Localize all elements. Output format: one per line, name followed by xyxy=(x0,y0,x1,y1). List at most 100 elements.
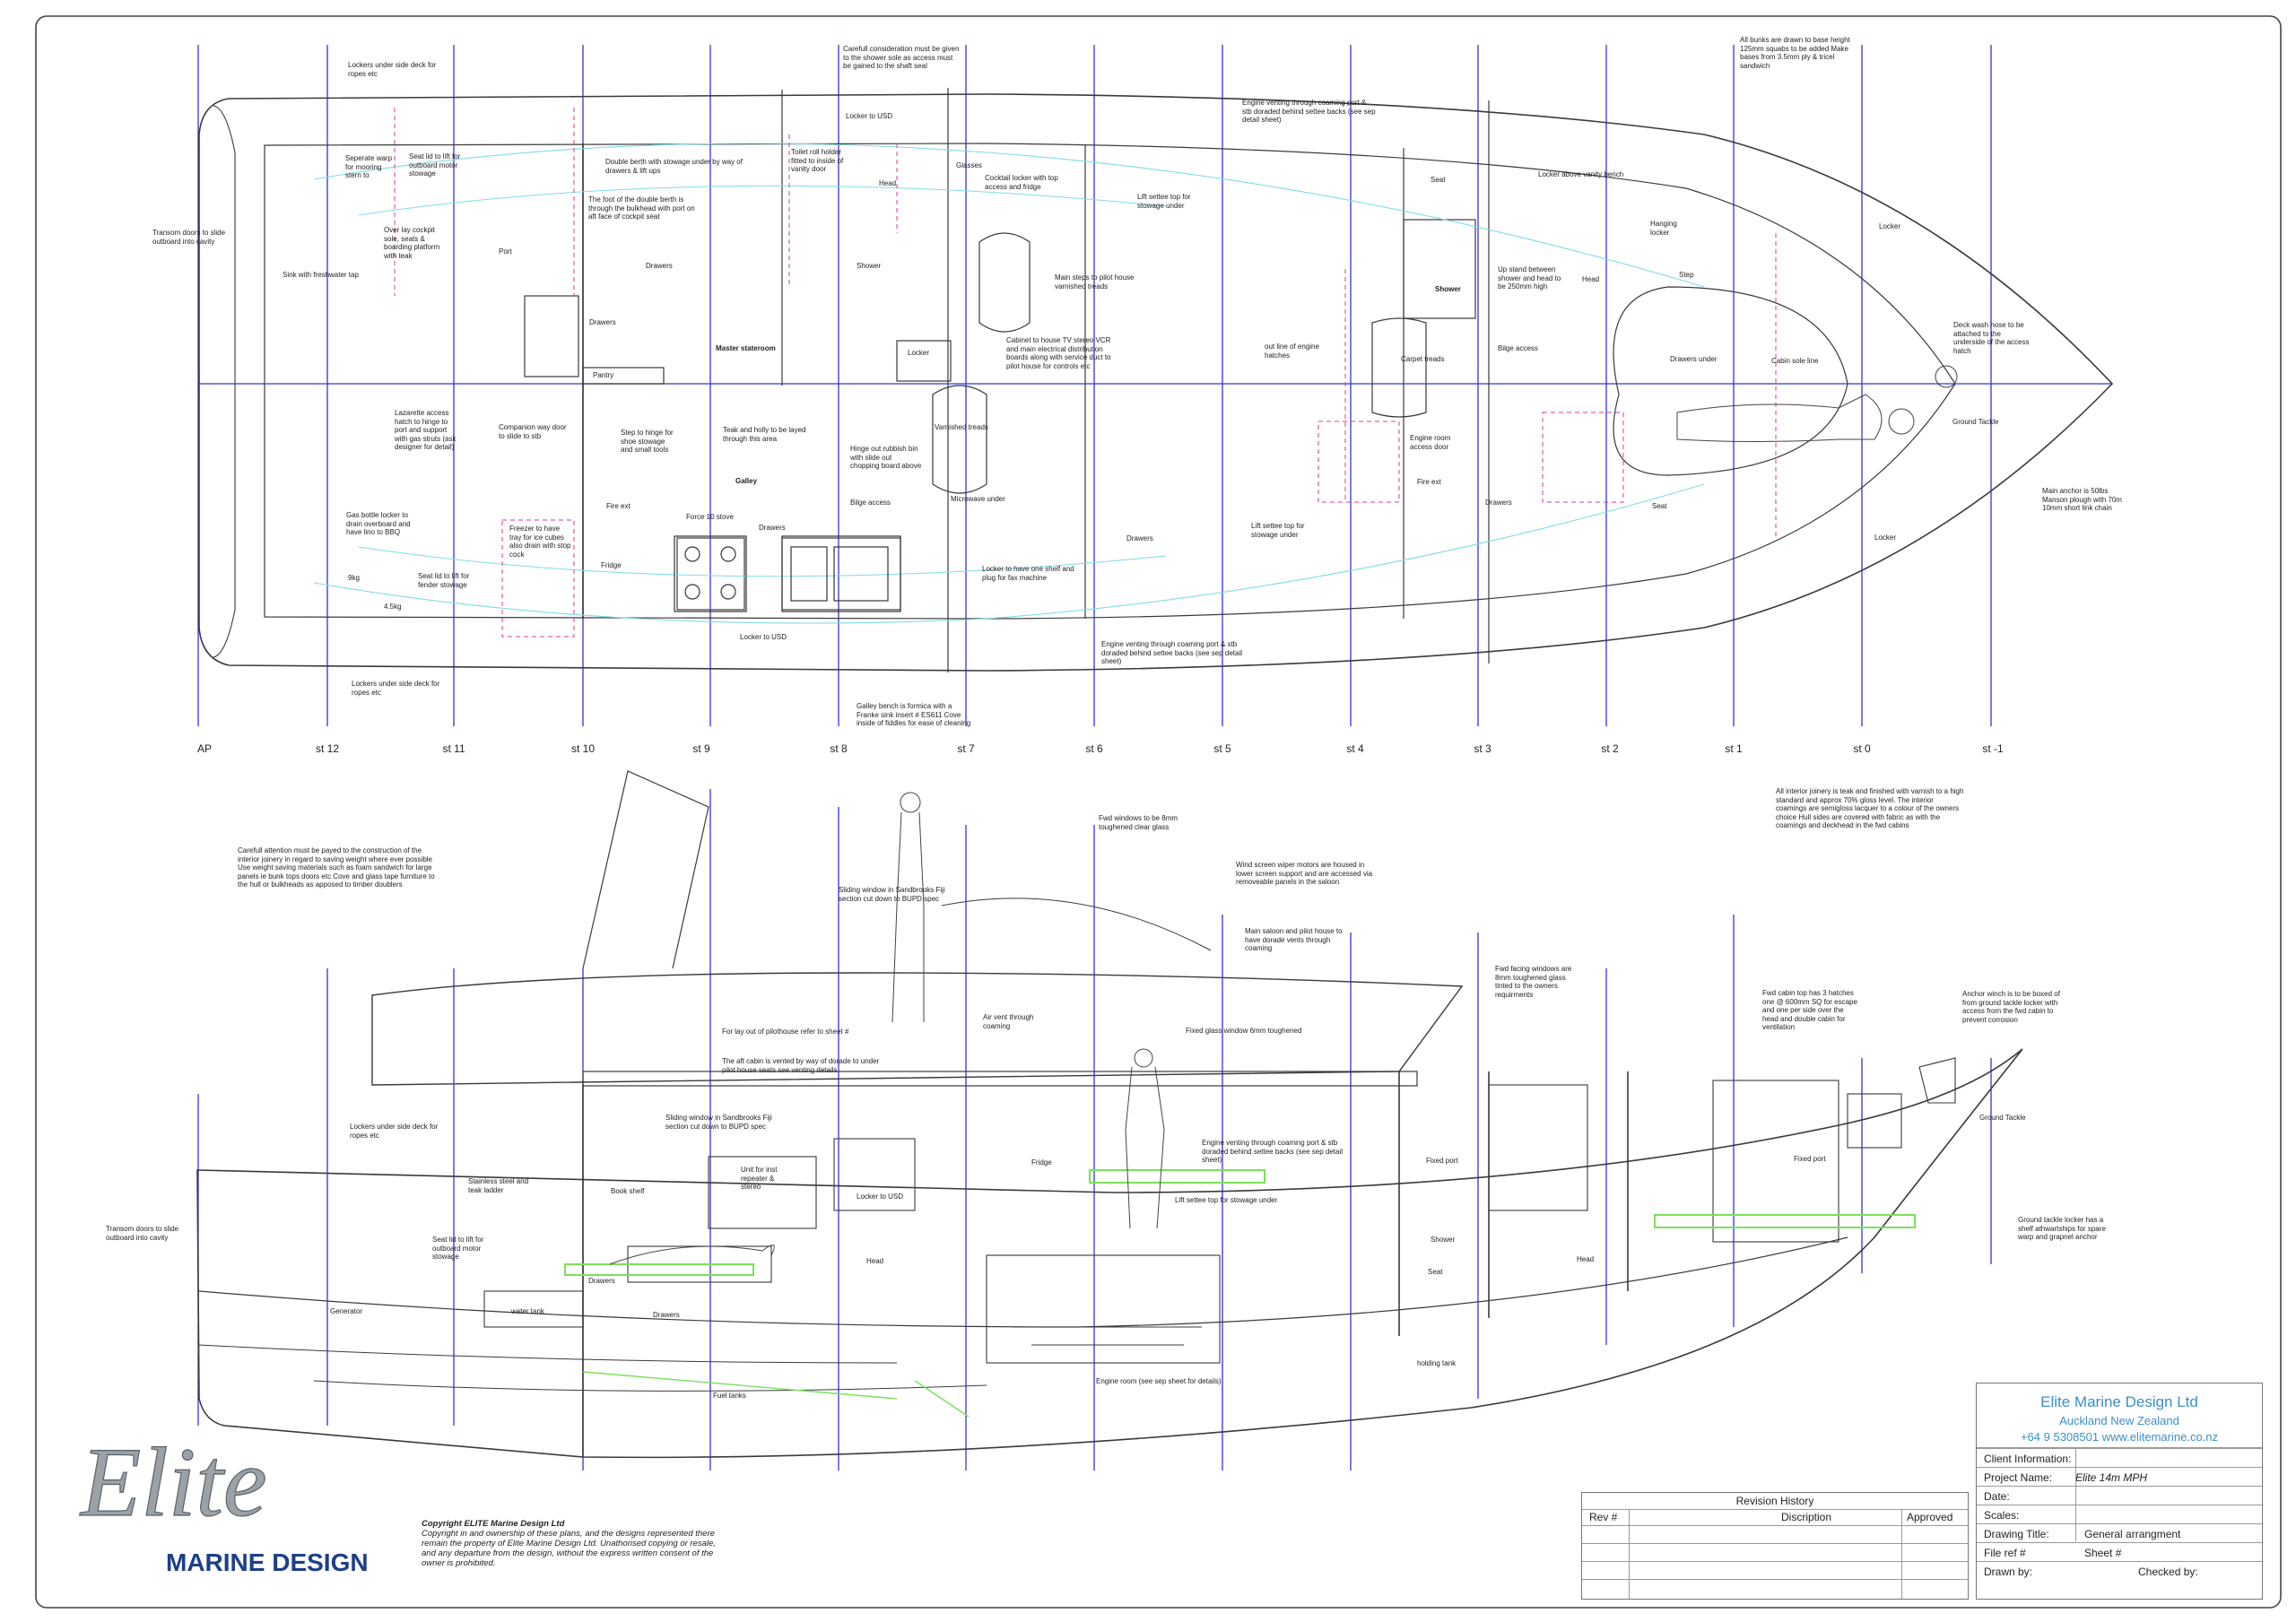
title-block: Elite Marine Design Ltd Auckland New Zea… xyxy=(1976,1383,2263,1600)
plan-note: Sink with freshwater tap xyxy=(283,271,359,279)
plan-note: Freezer to have tray for ice cubes also … xyxy=(509,525,571,559)
plan-note: Seperate warp for mooring stern to xyxy=(345,154,393,179)
copyright-title: Copyright ELITE Marine Design Ltd xyxy=(422,1519,565,1529)
plan-note: Carefull consideration must be given to … xyxy=(843,45,960,70)
plan-note: Fire ext xyxy=(606,502,631,510)
profile-note: Fwd windows to be 8mm toughened clear gl… xyxy=(1099,814,1178,831)
plan-note: Deck wash hose to be attached to the und… xyxy=(1953,321,2030,355)
profile-note: For lay out of pilothouse refer to sheet… xyxy=(722,1028,849,1036)
plan-figures xyxy=(1676,365,1958,442)
plan-note: Step to hinge for shoe stowage and small… xyxy=(621,429,674,454)
plan-note: Seat lid to lift for outboard motor stow… xyxy=(409,152,461,178)
plan-note: Pantry xyxy=(593,371,614,379)
plan-note: Locker above vanity bench xyxy=(1538,170,1624,178)
firm-contact: +64 9 5308501 www.elitemarine.co.nz xyxy=(2020,1430,2219,1444)
profile-note: Anchor winch is to be boxed of from grou… xyxy=(1962,990,2060,1024)
revision-col-approved: Approved xyxy=(1907,1511,1953,1523)
plan-note: Lockers under side deck for ropes etc xyxy=(352,680,440,697)
revision-history-table: Revision History Rev # Discription Appro… xyxy=(1581,1492,1969,1600)
sheet-border xyxy=(35,15,2282,1609)
plan-note: Hinge out rubbish bin with slide out cho… xyxy=(850,445,922,470)
profile-note: Head xyxy=(866,1257,884,1265)
client-label: Client Information: xyxy=(1984,1453,2072,1465)
profile-note: Stainless steel and teak ladder xyxy=(468,1177,529,1194)
plan-note: Drawers xyxy=(1485,499,1512,507)
profile-note: Engine room (see sep sheet for details) xyxy=(1096,1377,1222,1385)
plan-view-hull xyxy=(198,88,2114,672)
plan-note: Engine venting through coaming port & st… xyxy=(1242,99,1376,124)
plan-note: Drawers xyxy=(1126,534,1153,542)
plan-view-overlays xyxy=(313,108,1777,638)
date-label: Date: xyxy=(1984,1490,2010,1503)
plan-note: 9kg xyxy=(348,574,360,582)
station-label: st 8 xyxy=(830,742,848,755)
plan-note: Companion way door to slide to stb xyxy=(499,423,567,440)
station-lines-plan xyxy=(197,45,1992,726)
plan-note: Locker to have one shelf and plug for fa… xyxy=(982,565,1074,582)
plan-note: Cabinet to house TV stereo VCR and main … xyxy=(1006,336,1111,370)
plan-note: Varnished treads xyxy=(935,423,988,431)
plan-note: Bilge access xyxy=(850,499,891,507)
copyright-body: Copyright in and ownership of these plan… xyxy=(422,1529,716,1568)
station-label: st 12 xyxy=(315,742,340,755)
plan-note: Drawers xyxy=(759,524,786,532)
plan-note: Seat xyxy=(1652,502,1667,510)
plan-note: Transom doors to slide outboard into cav… xyxy=(152,229,226,246)
project-value: Elite 14m MPH xyxy=(2075,1471,2148,1484)
plan-note: The foot of the double berth is through … xyxy=(588,195,695,221)
plan-note: Lift settee top for stowage under xyxy=(1251,522,1305,539)
drawing-title-value: General arrangment xyxy=(2084,1528,2181,1540)
station-label: st 9 xyxy=(692,742,710,755)
plan-note: Main anchor is 50lbs Manson plough with … xyxy=(2042,487,2122,512)
revision-col-rev: Rev # xyxy=(1589,1511,1618,1523)
profile-note: Drawers xyxy=(588,1277,615,1285)
station-label: st -1 xyxy=(1982,742,2004,755)
plan-note: Hanging locker xyxy=(1650,220,1677,237)
plan-note: Lockers under side deck for ropes etc xyxy=(348,61,437,78)
plan-note: Over lay cockpit sole, seats & boarding … xyxy=(384,226,440,260)
profile-note: Shower xyxy=(1431,1236,1456,1244)
firm-name: Elite Marine Design Ltd xyxy=(2040,1393,2198,1410)
profile-note: water tank xyxy=(511,1307,544,1315)
profile-note: Fixed glass window 6mm toughened xyxy=(1186,1027,1302,1035)
profile-note: Lockers under side deck for ropes etc xyxy=(350,1123,439,1140)
elite-logo: Elite MARINE DESIGN xyxy=(78,1427,369,1576)
logo-script: Elite xyxy=(79,1427,267,1537)
plan-note: Shower xyxy=(1435,285,1461,293)
plan-note: Shower xyxy=(857,262,882,270)
profile-note: Fixed port xyxy=(1426,1157,1458,1165)
profile-note: Seat lid to lift for outboard motor stow… xyxy=(432,1236,484,1261)
revision-title: Revision History xyxy=(1735,1495,1814,1507)
plan-note: Locker xyxy=(1874,533,1897,542)
plan-note: Up stand between shower and head to be 2… xyxy=(1498,265,1561,291)
plan-note: Teak and holly to be layed through this … xyxy=(723,426,806,443)
logo-subtitle: MARINE DESIGN xyxy=(166,1548,369,1576)
plan-note: Locker to USD xyxy=(740,633,787,641)
plan-note: Galley xyxy=(735,477,758,485)
plan-note: Galley bench is formica with a Franke si… xyxy=(857,702,971,727)
profile-note: Seat xyxy=(1428,1268,1443,1276)
copyright-notice: Copyright ELITE Marine Design Ltd Copyri… xyxy=(422,1519,718,1568)
station-label: st 0 xyxy=(1853,742,1871,755)
plan-note: out line of engine hatches xyxy=(1265,343,1319,360)
profile-view-hull xyxy=(196,770,2023,1459)
plan-note: Drawers xyxy=(646,262,673,270)
profile-note: Sliding window in Sandbrooks Fiji sectio… xyxy=(839,886,945,903)
profile-note: Wind screen wiper motors are housed in l… xyxy=(1236,861,1373,886)
plan-note: Glasses xyxy=(956,161,982,169)
profile-note: Book shelf xyxy=(611,1187,645,1195)
plan-note: Seat xyxy=(1431,176,1446,184)
plan-note: Force 10 stove xyxy=(686,513,734,521)
profile-note: holding tank xyxy=(1417,1359,1457,1367)
station-label: st 4 xyxy=(1346,742,1364,755)
plan-note: Toilet roll holder fitted to inside of v… xyxy=(791,148,844,173)
station-label: st 5 xyxy=(1213,742,1231,755)
station-label: st 2 xyxy=(1601,742,1619,755)
profile-note: Unit for inst repeater & stereo xyxy=(741,1166,778,1191)
plan-note: Ground Tackle xyxy=(1952,418,1999,426)
checked-by-label: Checked by: xyxy=(2138,1566,2198,1578)
scales-label: Scales: xyxy=(1984,1509,2020,1522)
profile-note: Locker to USD xyxy=(857,1193,904,1201)
sheet-label: Sheet # xyxy=(2084,1547,2122,1559)
